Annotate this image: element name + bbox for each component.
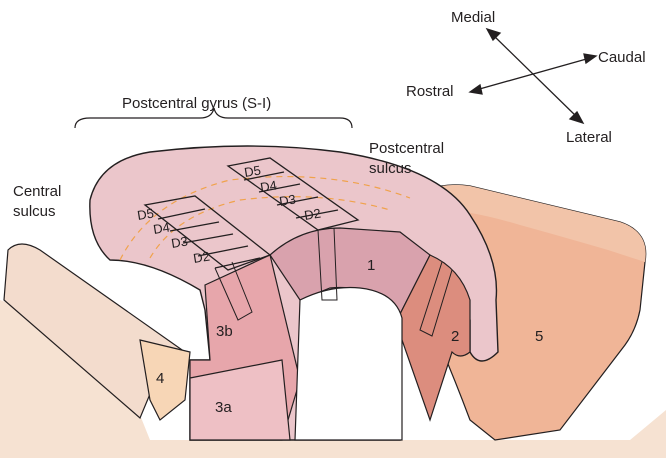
diagram-title: Postcentral gyrus (S-I)	[122, 95, 271, 112]
label-area-3a: 3a	[215, 399, 232, 416]
label-central-sulcus-2: sulcus	[13, 203, 56, 220]
label-rostral: Rostral	[406, 83, 454, 100]
label-area-3b: 3b	[216, 323, 233, 340]
label-postcentral-sulcus-2: sulcus	[369, 160, 412, 177]
label-caudal: Caudal	[598, 49, 646, 66]
label-area-4: 4	[156, 370, 164, 387]
label-area-1: 1	[367, 257, 375, 274]
label-1-d3: D3	[278, 192, 297, 209]
label-medial: Medial	[451, 9, 495, 26]
label-3b-d4: D4	[152, 220, 171, 237]
label-3b-d3: D3	[170, 234, 189, 251]
label-area-5: 5	[535, 328, 543, 345]
label-1-d2: D2	[303, 206, 322, 223]
label-3b-d2: D2	[192, 249, 211, 266]
area-4-region	[140, 340, 190, 420]
label-1-d4: D4	[259, 178, 278, 195]
label-3b-d5: D5	[136, 206, 155, 223]
label-area-2: 2	[451, 328, 459, 345]
label-lateral: Lateral	[566, 129, 612, 146]
label-postcentral-sulcus-1: Postcentral	[369, 140, 444, 157]
orientation-compass	[470, 29, 596, 123]
gyrus-cut-face	[295, 288, 402, 441]
label-1-d5: D5	[243, 163, 262, 180]
label-central-sulcus-1: Central	[13, 183, 61, 200]
